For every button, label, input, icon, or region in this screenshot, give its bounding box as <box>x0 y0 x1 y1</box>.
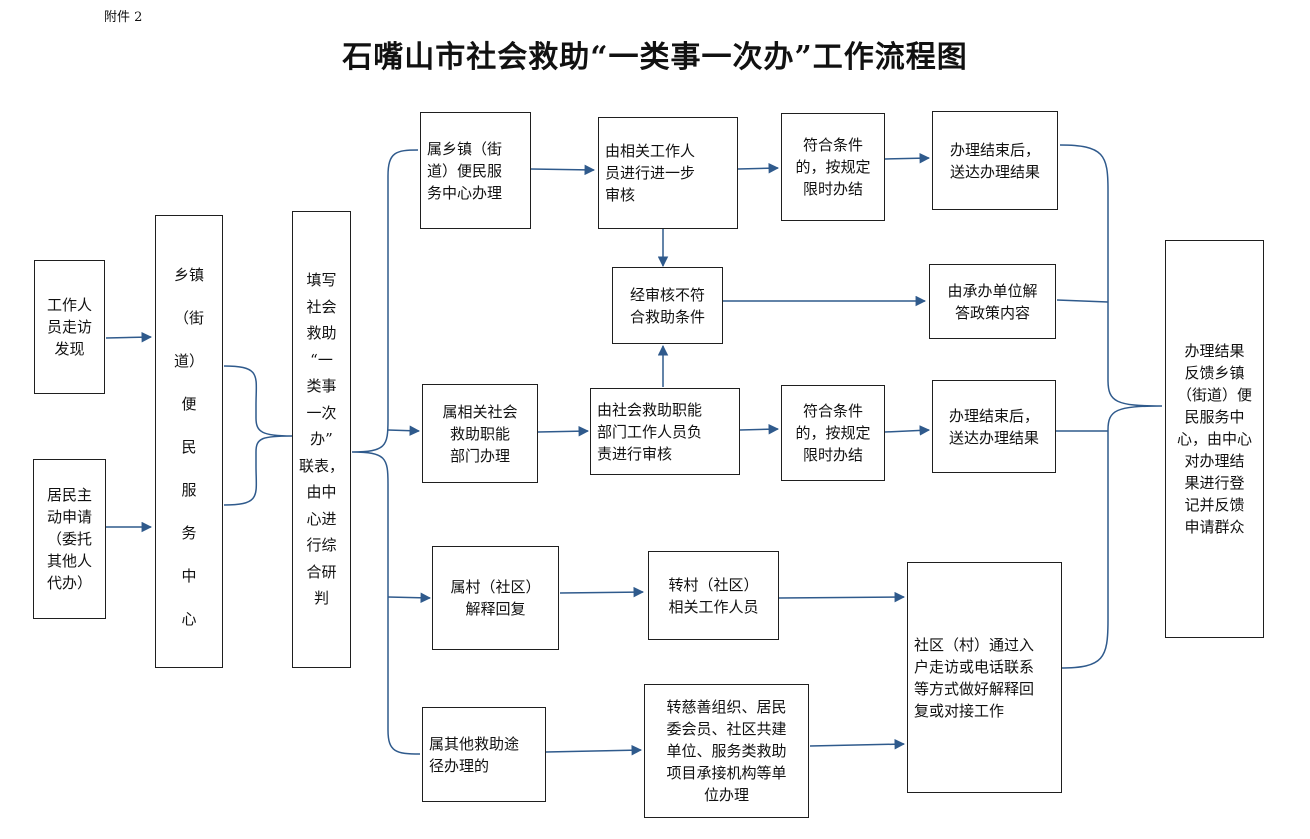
box-done-2: 办理结束后， 送达办理结果 <box>932 380 1056 473</box>
brace-right-collect <box>1059 144 1163 669</box>
arrow-other-to-charity <box>545 744 643 756</box>
arrow-transfer-to-community <box>778 591 906 603</box>
box-not-meet: 经审核不符 合救助条件 <box>612 267 723 344</box>
box-dept-review: 由社会救助职能 部门工作人员负 责进行审核 <box>590 388 740 475</box>
box-other-channel: 属其他救助途 径办理的 <box>422 707 546 802</box>
brace-form-fanout <box>351 149 421 755</box>
box-done-1: 办理结束后， 送达办理结果 <box>932 111 1058 210</box>
box-staff-visit: 工作人 员走访 发现 <box>34 260 105 394</box>
arrow-charity-to-community <box>809 738 906 750</box>
box-feedback: 办理结果 反馈乡镇 （街道）便 民服务中 心，由中心 对办理结 果进行登 记并反… <box>1165 240 1264 638</box>
arrow-visit-to-center <box>105 331 153 343</box>
arrow-review-to-meet2 <box>739 424 780 435</box>
box-township-handle: 属乡镇（街 道）便民服 务中心办理 <box>420 112 531 229</box>
box-village-explain: 属村（社区） 解释回复 <box>432 546 559 650</box>
arrow-meet1-to-done1 <box>884 152 931 164</box>
box-community-work: 社区（村）通过入 户走访或电话联系 等方式做好解释回 复或对接工作 <box>907 562 1062 793</box>
annex-label: 附件 2 <box>104 10 143 25</box>
arrow-village-to-transfer <box>559 586 645 598</box>
box-service-center: 乡镇 （街道） 便 民 服 务 中 心 <box>155 215 223 668</box>
box-meet-conditions-1: 符合条件 的，按规定 限时办结 <box>781 113 885 221</box>
arrow-meet2-to-done2 <box>884 425 931 436</box>
box-dept-handle: 属相关社会 救助职能 部门办理 <box>422 384 538 483</box>
arrow-to-dept <box>387 425 421 436</box>
arrow-review-to-meet1 <box>737 162 780 174</box>
box-staff-review: 由相关工作人 员进行进一步 审核 <box>598 117 738 229</box>
arrow-township-to-review <box>530 164 596 176</box>
box-resident-apply: 居民主 动申请 （委托 其他人 代办） <box>33 459 106 619</box>
brace-center-to-form <box>223 365 293 506</box>
box-transfer-charity: 转慈善组织、居民 委会员、社区共建 单位、服务类救助 项目承接机构等单 位办理 <box>644 684 809 818</box>
box-fill-form: 填写 社会 救助 “一 类事 一次 办” 联表， 由中 心进 行综 合研 判 <box>292 211 351 668</box>
box-meet-conditions-2: 符合条件 的，按规定 限时办结 <box>781 385 885 481</box>
page-title: 石嘴山市社会救助“一类事一次办”工作流程图 <box>342 40 968 75</box>
arrow-to-village <box>387 592 432 604</box>
box-explain-policy: 由承办单位解 答政策内容 <box>929 264 1056 339</box>
arrow-dept-to-review <box>537 425 590 437</box>
box-transfer-village: 转村（社区） 相关工作人员 <box>648 551 779 640</box>
line-explain-to-brace <box>1056 299 1109 303</box>
